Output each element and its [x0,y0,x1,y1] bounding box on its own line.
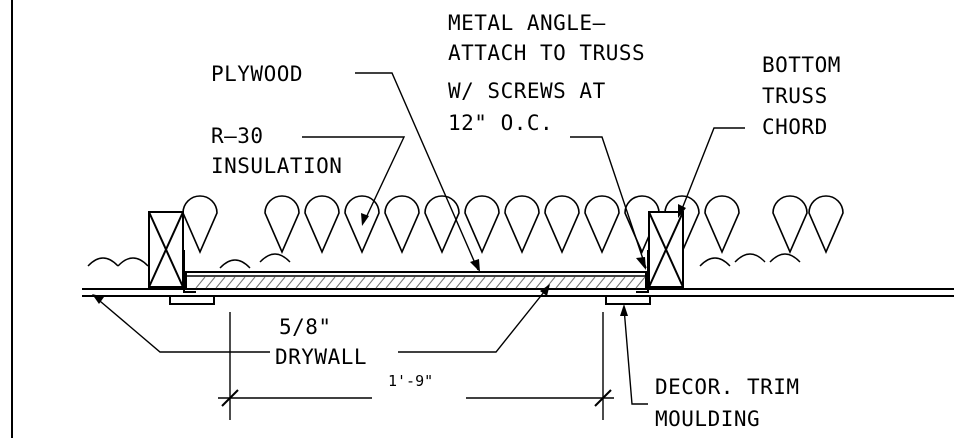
trim-moulding-left [169,295,215,305]
truss-chord-label-line-2: TRUSS [762,84,828,108]
metal-angle-label-line-1: METAL ANGLE— [448,11,606,35]
drywall-label-line-1: 5/8" [279,315,332,339]
leader-trim [620,304,648,405]
trim-label-line-1: DECOR. TRIM [655,375,800,399]
leader-truss-chord [678,127,745,218]
dimension-line [218,312,614,420]
metal-angle-label-line-2: ATTACH TO TRUSS [448,41,645,65]
dimension-label: 1'-9" [388,372,433,390]
metal-angle-label-line-4: 12" O.C. [448,111,553,135]
leader-plywood [355,72,480,272]
leader-drywall [92,284,550,353]
insulation-label-line-2: INSULATION [211,154,342,178]
plywood-panel [185,271,647,290]
truss-chord-label-line-1: BOTTOM [762,53,841,77]
drywall-ceiling [82,288,954,297]
drywall-label-line-2: DRYWALL [275,345,367,369]
insulation-low-waves [87,253,801,269]
truss-chord-label-line-3: CHORD [762,115,828,139]
insulation-label-line-1: R—30 [211,124,264,148]
insulation-batts [182,195,844,255]
truss-chord-right [648,211,684,288]
leader-insulation [302,136,406,226]
truss-chord-left [148,211,184,288]
trim-label-line-2: MOULDING [655,407,760,431]
plywood-label: PLYWOOD [211,62,303,86]
leader-metal-angle [570,136,647,270]
trim-moulding-right [605,295,651,305]
metal-angle-label-line-3: W/ SCREWS AT [448,79,606,103]
